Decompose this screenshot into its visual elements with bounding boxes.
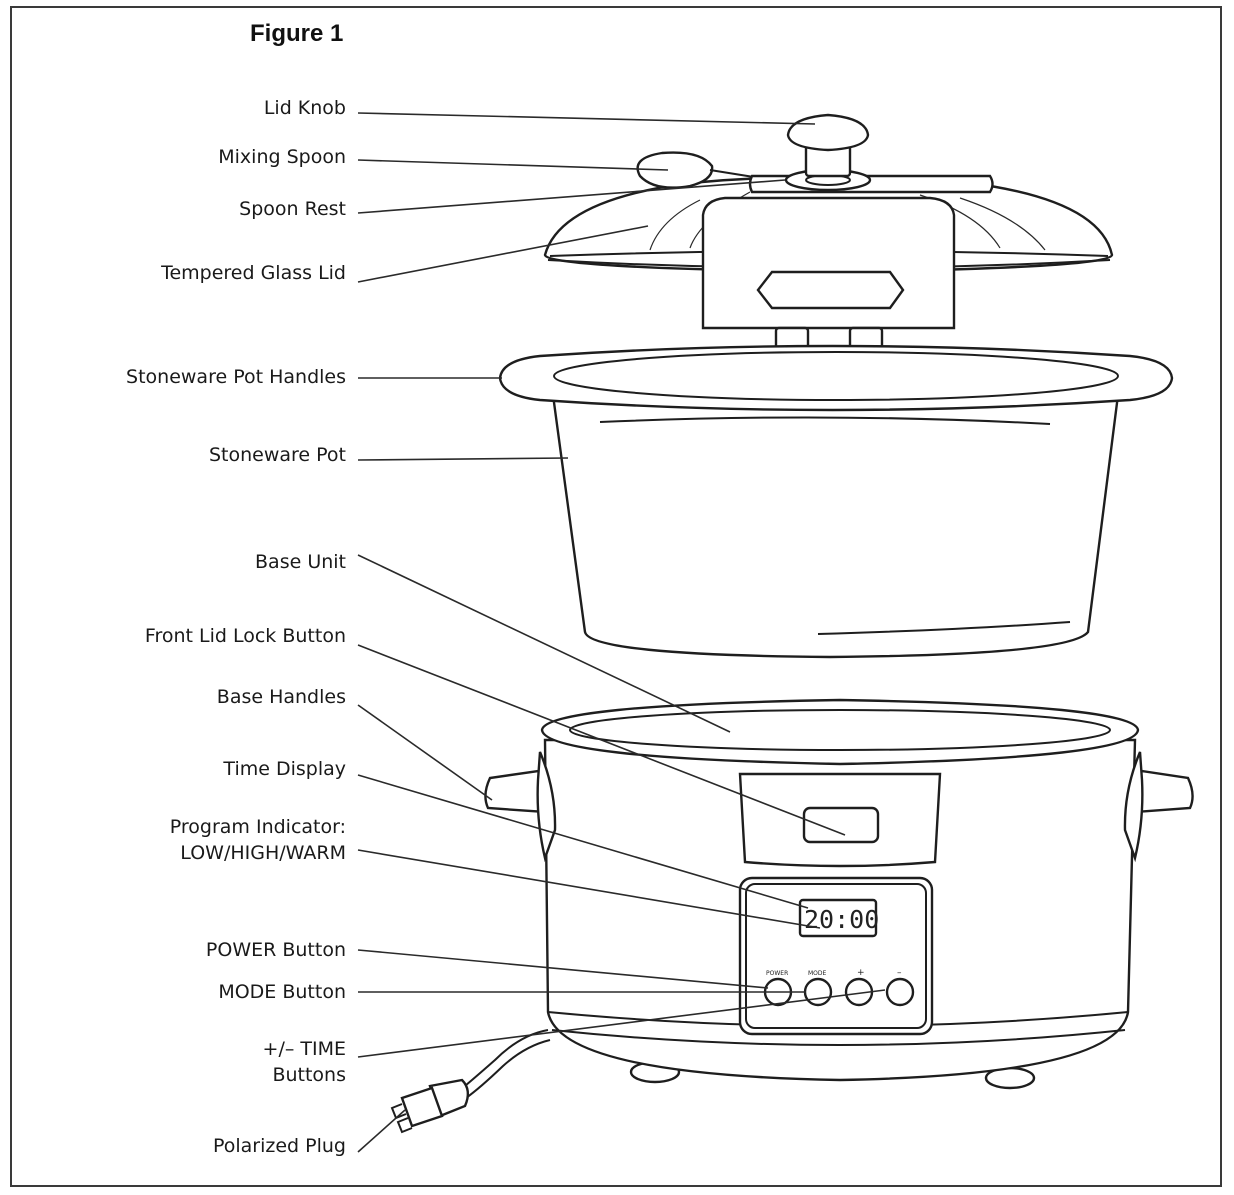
- label-base-unit: Base Unit: [255, 551, 346, 573]
- label-stoneware-pot: Stoneware Pot: [208, 444, 346, 466]
- label-spoon-rest: Spoon Rest: [239, 198, 346, 220]
- stoneware-pot-handles: [498, 344, 1174, 412]
- label-program-indicator-line1: Program Indicator:: [169, 816, 346, 838]
- mode-button[interactable]: [803, 977, 833, 1007]
- control-panel: 20:00 POWER MODE + –: [738, 876, 934, 1036]
- time-display: [798, 898, 878, 938]
- spoon-rest: [748, 168, 994, 194]
- plus-button-label: +: [857, 968, 865, 978]
- time-display-readout: 20:00: [804, 905, 879, 934]
- figure-title: Figure 1: [250, 20, 344, 47]
- label-time-display: Time Display: [223, 758, 346, 780]
- label-front-lid-lock-button: Front Lid Lock Button: [144, 625, 346, 647]
- label-power-button: POWER Button: [205, 939, 346, 961]
- label-base-handles: Base Handles: [216, 686, 346, 708]
- label-time-buttons-line2: Buttons: [272, 1064, 346, 1086]
- mode-button-label: MODE: [808, 970, 827, 977]
- polarized-plug: [390, 1078, 470, 1134]
- front-lid-lock: [738, 772, 942, 868]
- label-stoneware-pot-handles: Stoneware Pot Handles: [126, 366, 346, 388]
- label-program-indicator-line2: LOW/HIGH/WARM: [180, 842, 346, 864]
- label-lid-knob: Lid Knob: [263, 97, 346, 119]
- label-polarized-plug: Polarized Plug: [212, 1135, 346, 1157]
- label-time-buttons: +/– TIME Buttons: [16, 1036, 346, 1088]
- power-cord: [459, 1029, 551, 1099]
- leader-lines: [357, 112, 886, 1153]
- label-mode-button: MODE Button: [218, 981, 346, 1003]
- label-tempered-glass-lid: Tempered Glass Lid: [161, 262, 346, 284]
- front-lid-lock-button: [802, 806, 880, 844]
- stoneware-pot: [551, 393, 1120, 659]
- time-minus-button[interactable]: [885, 977, 915, 1007]
- lid-lock-hinge: [701, 196, 956, 354]
- label-time-buttons-line1: +/– TIME: [262, 1038, 346, 1060]
- label-mixing-spoon: Mixing Spoon: [218, 146, 346, 168]
- power-button-label: POWER: [766, 970, 788, 977]
- label-program-indicator: Program Indicator: LOW/HIGH/WARM: [16, 814, 346, 866]
- minus-button-label: –: [897, 968, 902, 978]
- mixing-spoon: [636, 151, 761, 189]
